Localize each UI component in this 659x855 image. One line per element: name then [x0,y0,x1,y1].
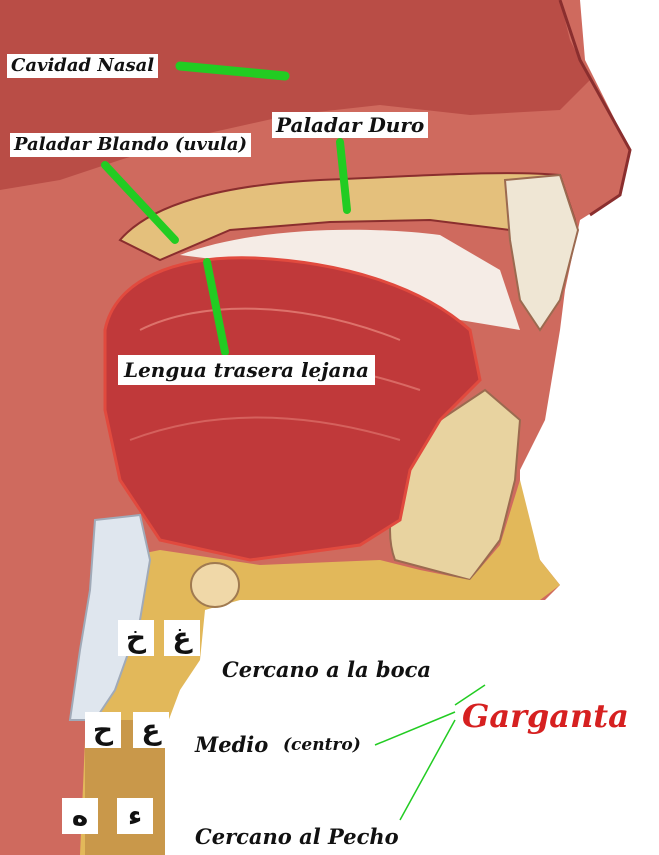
nasal-pointer [180,66,285,76]
label-cercano-boca: Cercano a la boca [222,659,431,680]
letter-ain: ع [133,712,169,748]
soft-palate-pointer [105,165,175,240]
garganta-pointer-middle [375,712,455,745]
label-cercano-pecho: Cercano al Pecho [195,826,399,847]
label-lengua-trasera: Lengua trasera lejana [118,355,375,385]
label-garganta: Garganta [462,700,629,732]
letter-hamza: ء [117,798,153,834]
label-centro: (centro) [283,737,361,754]
garganta-pointer-bottom [400,720,455,820]
tongue-pointer [207,262,225,352]
letter-kha: خ [118,620,154,656]
label-medio: Medio [195,734,268,755]
hard-palate-pointer [340,142,347,210]
label-paladar-blando: Paladar Blando (uvula) [10,133,251,157]
letter-heh: ه [62,798,98,834]
label-paladar-duro: Paladar Duro [272,112,428,138]
letter-ha: ح [85,712,121,748]
label-cavidad-nasal: Cavidad Nasal [7,54,158,78]
letter-ghain: غ [164,620,200,656]
